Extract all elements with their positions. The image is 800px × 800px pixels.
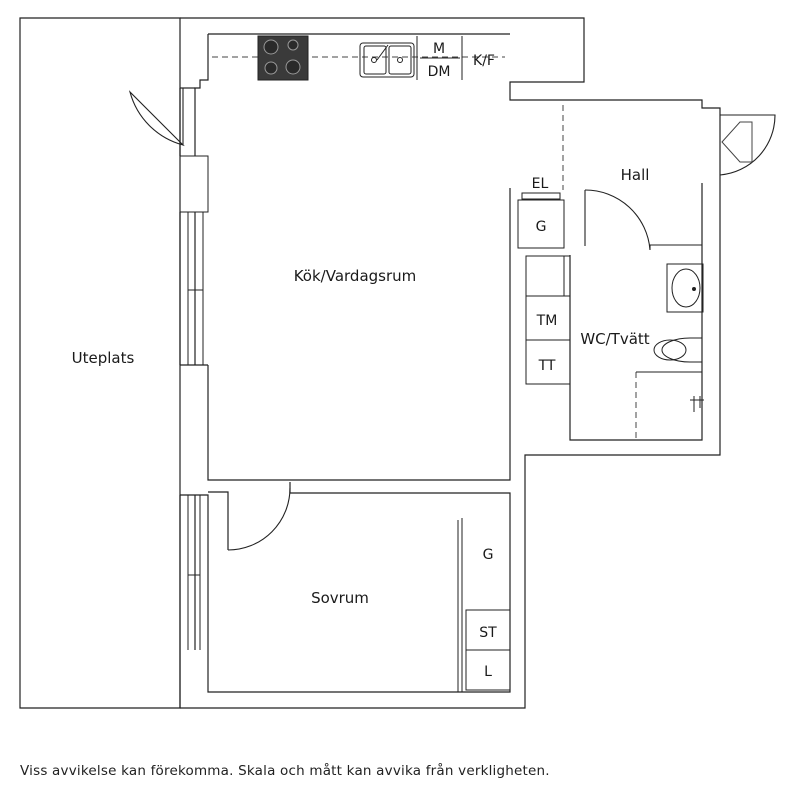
dishwasher-label: DM (428, 64, 451, 80)
electric-panel-label: EL (532, 176, 549, 192)
hall-closet (517, 192, 565, 249)
room-label-kitchen-living: Kök/Vardagsrum (294, 267, 417, 285)
doors (128, 88, 776, 551)
outer-walls (179, 17, 721, 709)
room-label-wc: WC/Tvätt (580, 330, 649, 348)
bathroom-fixtures (636, 263, 704, 412)
disclaimer-text: Viss avvikelse kan förekomma. Skala och … (20, 763, 550, 779)
drying-cabinet-label: TT (538, 358, 556, 374)
room-label-hall: Hall (621, 166, 650, 184)
dashed-guides (212, 56, 637, 440)
patio-door-swing (128, 90, 185, 147)
kitchen-counter (257, 35, 463, 81)
standing-wardrobe-label: ST (479, 625, 497, 641)
windows (179, 155, 209, 650)
room-label-patio: Uteplats (72, 349, 135, 367)
entry-arrow-icon (721, 121, 753, 163)
bedroom-door-swing (227, 487, 291, 551)
hall-wardrobe-label: G (536, 219, 547, 235)
laundry-units (525, 255, 571, 385)
microwave-label: M (433, 41, 445, 57)
linen-label: L (484, 664, 492, 680)
room-label-bedroom: Sovrum (311, 589, 369, 607)
fridge-freezer-label: K/F (473, 53, 495, 69)
bath-door-swing (584, 189, 702, 251)
bedroom-wardrobes (457, 518, 511, 692)
bedroom-wardrobe-label: G (483, 547, 494, 563)
entry-door-swing (719, 114, 776, 176)
dryer-label: TM (536, 313, 558, 329)
